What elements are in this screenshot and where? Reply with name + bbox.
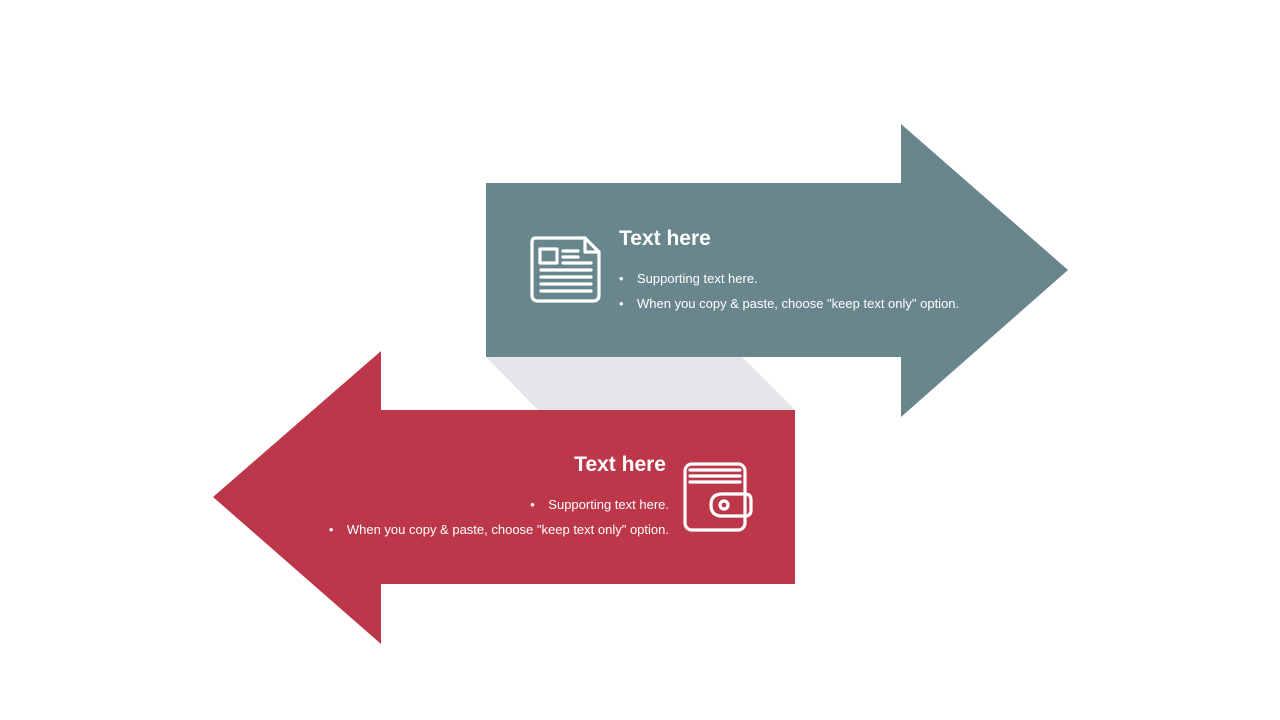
bottom-arrow-bullet: When you copy & paste, choose "keep text… [346, 522, 669, 537]
bottom-arrow-title: Text here [574, 453, 666, 476]
top-arrow-bullet-list: Supporting text here. When you copy & pa… [619, 266, 959, 316]
arrow-connector [486, 357, 795, 410]
left-arrow-shape [213, 351, 795, 644]
top-arrow-bullet: When you copy & paste, choose "keep text… [619, 291, 959, 316]
newspaper-icon [530, 236, 601, 303]
bottom-arrow-bullet-item: •When you copy & paste, choose "keep tex… [328, 522, 669, 537]
bottom-arrow-bullet-item: •Supporting text here. [530, 497, 669, 512]
bottom-arrow-bullet: Supporting text here. [548, 497, 669, 512]
top-arrow-bullet: Supporting text here. [619, 266, 959, 291]
wallet-icon [683, 462, 753, 532]
bottom-arrow-bullet-list: •Supporting text here. •When you copy & … [311, 492, 669, 542]
top-arrow-title: Text here [619, 227, 711, 250]
